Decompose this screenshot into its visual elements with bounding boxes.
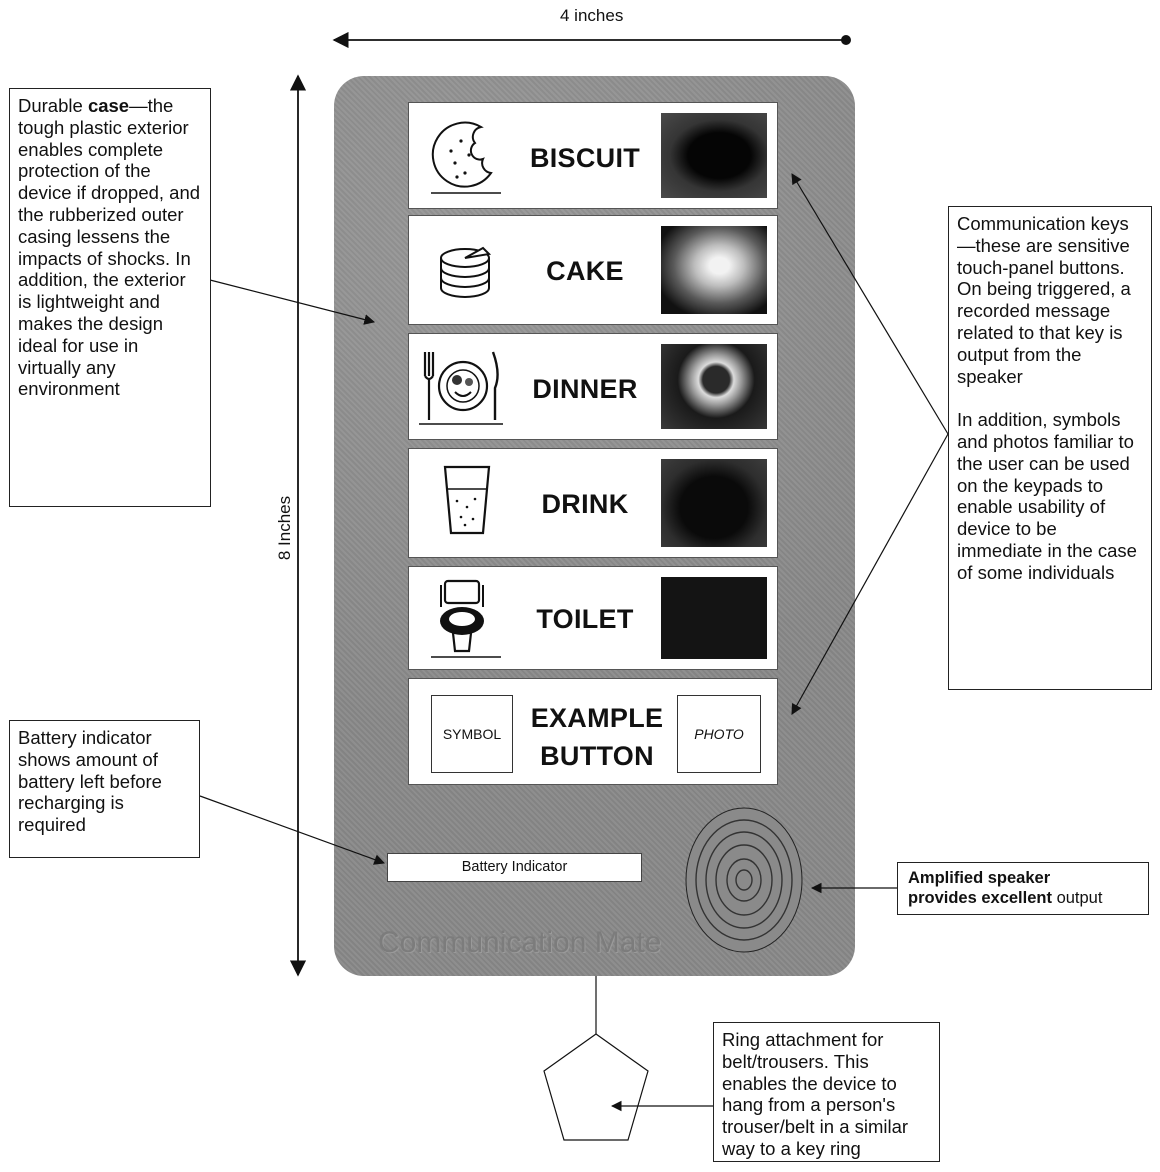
- key-drink[interactable]: DRINK: [408, 448, 778, 558]
- keys-callout: Communication keys —these are sensitive …: [948, 206, 1152, 690]
- speaker-callout-line2: provides excellent output: [908, 888, 1138, 908]
- drink-glass-icon: [443, 465, 491, 535]
- width-label: 4 inches: [560, 6, 624, 25]
- case-leader-arrow: [209, 279, 376, 325]
- biscuit-photo: [661, 113, 767, 198]
- example-button-label: EXAMPLE BUTTON: [517, 699, 677, 775]
- speaker-callout-line2-rest: output: [1051, 889, 1103, 907]
- toilet-photo: [661, 577, 767, 659]
- symbol-placeholder: SYMBOL: [431, 695, 513, 773]
- key-biscuit[interactable]: BISCUIT: [408, 102, 778, 209]
- battery-leader-arrow: [199, 795, 386, 865]
- dinner-plate-icon: [419, 351, 503, 425]
- battery-indicator: Battery Indicator: [387, 853, 642, 882]
- dinner-photo: [661, 344, 767, 429]
- key-cake[interactable]: CAKE: [408, 215, 778, 325]
- case-callout-prefix: Durable: [18, 95, 88, 116]
- speaker-callout-bold: Amplified speaker: [908, 869, 1051, 887]
- battery-callout: Battery indicator shows amount of batter…: [9, 720, 200, 858]
- key-toilet[interactable]: TOILET: [408, 566, 778, 670]
- ring-attachment-icon: [543, 1033, 649, 1141]
- speaker-icon: [685, 807, 803, 953]
- case-callout: Durable case—the tough plastic exterior …: [9, 88, 211, 507]
- example-label-line1: EXAMPLE: [530, 703, 664, 733]
- toilet-icon: [431, 579, 501, 658]
- device-brand: Communication Mate: [378, 926, 662, 959]
- speaker-callout-line2-bold: provides excellent: [908, 889, 1052, 907]
- ring-callout: Ring attachment for belt/trousers. This …: [713, 1022, 940, 1162]
- biscuit-icon: [431, 121, 501, 194]
- cake-photo: [661, 226, 767, 314]
- width-dimension-dot: [841, 35, 851, 45]
- speaker-callout: Amplified speaker provides excellent out…: [897, 862, 1149, 915]
- example-label-line2: BUTTON: [540, 741, 654, 771]
- key-label: CAKE: [546, 256, 624, 286]
- keys-leader-arrow-top: [791, 173, 949, 435]
- case-callout-text: —the tough plastic exterior enables comp…: [18, 95, 201, 400]
- key-label: DINNER: [532, 374, 638, 404]
- key-label: DRINK: [541, 489, 629, 519]
- key-label: TOILET: [536, 604, 634, 634]
- height-label: 8 Inches: [275, 495, 294, 561]
- key-dinner[interactable]: DINNER: [408, 333, 778, 440]
- drink-photo: [661, 459, 767, 547]
- key-label: BISCUIT: [529, 143, 641, 173]
- case-callout-bold: case: [87, 95, 130, 116]
- keys-leader-arrow-bottom: [791, 433, 949, 715]
- cake-icon: [440, 246, 492, 298]
- key-example[interactable]: SYMBOL EXAMPLE BUTTON PHOTO: [408, 678, 778, 785]
- photo-placeholder: PHOTO: [677, 695, 761, 773]
